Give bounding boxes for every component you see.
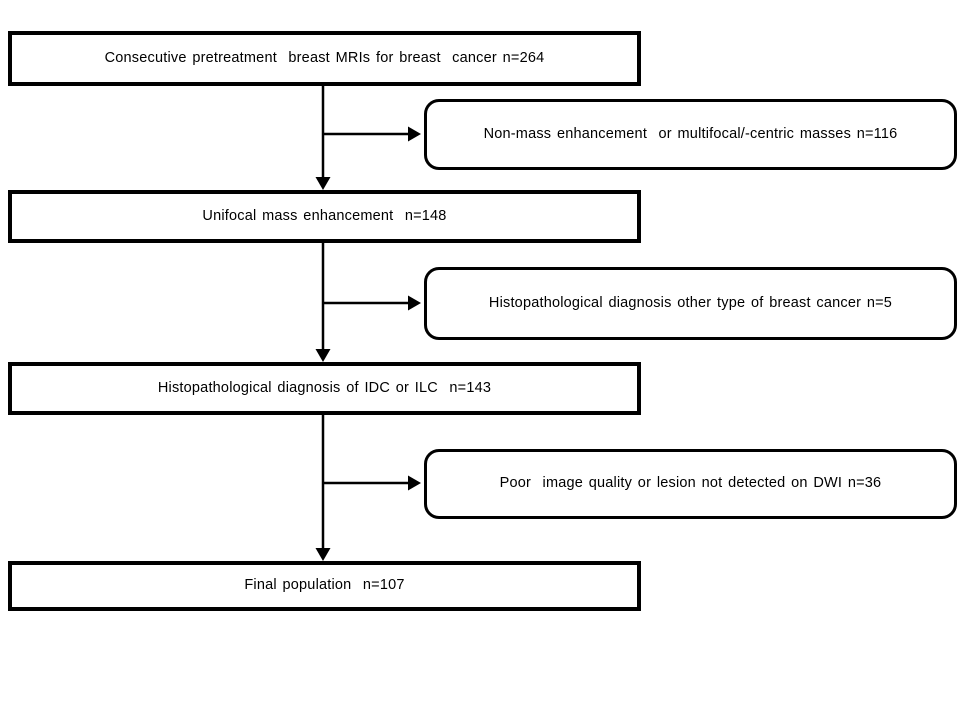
flow-step-label: Unifocal mass enhancement n=148 bbox=[202, 207, 447, 224]
flow-exclusion-poor-image-quality: Poor image quality or lesion not detecte… bbox=[424, 449, 957, 519]
arrow-branch-exclusion2 bbox=[323, 475, 421, 491]
flow-step-pretreatment-mris: Consecutive pretreatment breast MRIs for… bbox=[8, 31, 641, 86]
flow-exclusion-non-mass-enhancement: Non-mass enhancement or multifocal/-cent… bbox=[424, 99, 957, 170]
flow-step-idc-ilc-diagnosis: Histopathological diagnosis of IDC or IL… bbox=[8, 362, 641, 415]
flow-step-label: Final population n=107 bbox=[244, 577, 405, 594]
arrow-branch-exclusion0 bbox=[323, 126, 421, 142]
flow-step-unifocal-mass: Unifocal mass enhancement n=148 bbox=[8, 190, 641, 243]
flow-step-label: Consecutive pretreatment breast MRIs for… bbox=[104, 49, 545, 66]
flow-exclusion-label: Poor image quality or lesion not detecte… bbox=[499, 475, 882, 492]
flow-step-final-population: Final population n=107 bbox=[8, 561, 641, 611]
arrow-branch-exclusion1 bbox=[323, 295, 421, 311]
arrow-step2-to-step3 bbox=[315, 414, 331, 561]
flow-step-label: Histopathological diagnosis of IDC or IL… bbox=[157, 379, 492, 396]
flow-exclusion-other-cancer-type: Histopathological diagnosis other type o… bbox=[424, 267, 957, 340]
arrow-step1-to-step2 bbox=[315, 242, 331, 362]
flow-exclusion-label: Histopathological diagnosis other type o… bbox=[488, 294, 893, 311]
flow-exclusion-label: Non-mass enhancement or multifocal/-cent… bbox=[483, 125, 898, 142]
arrow-step0-to-step1 bbox=[315, 85, 331, 190]
